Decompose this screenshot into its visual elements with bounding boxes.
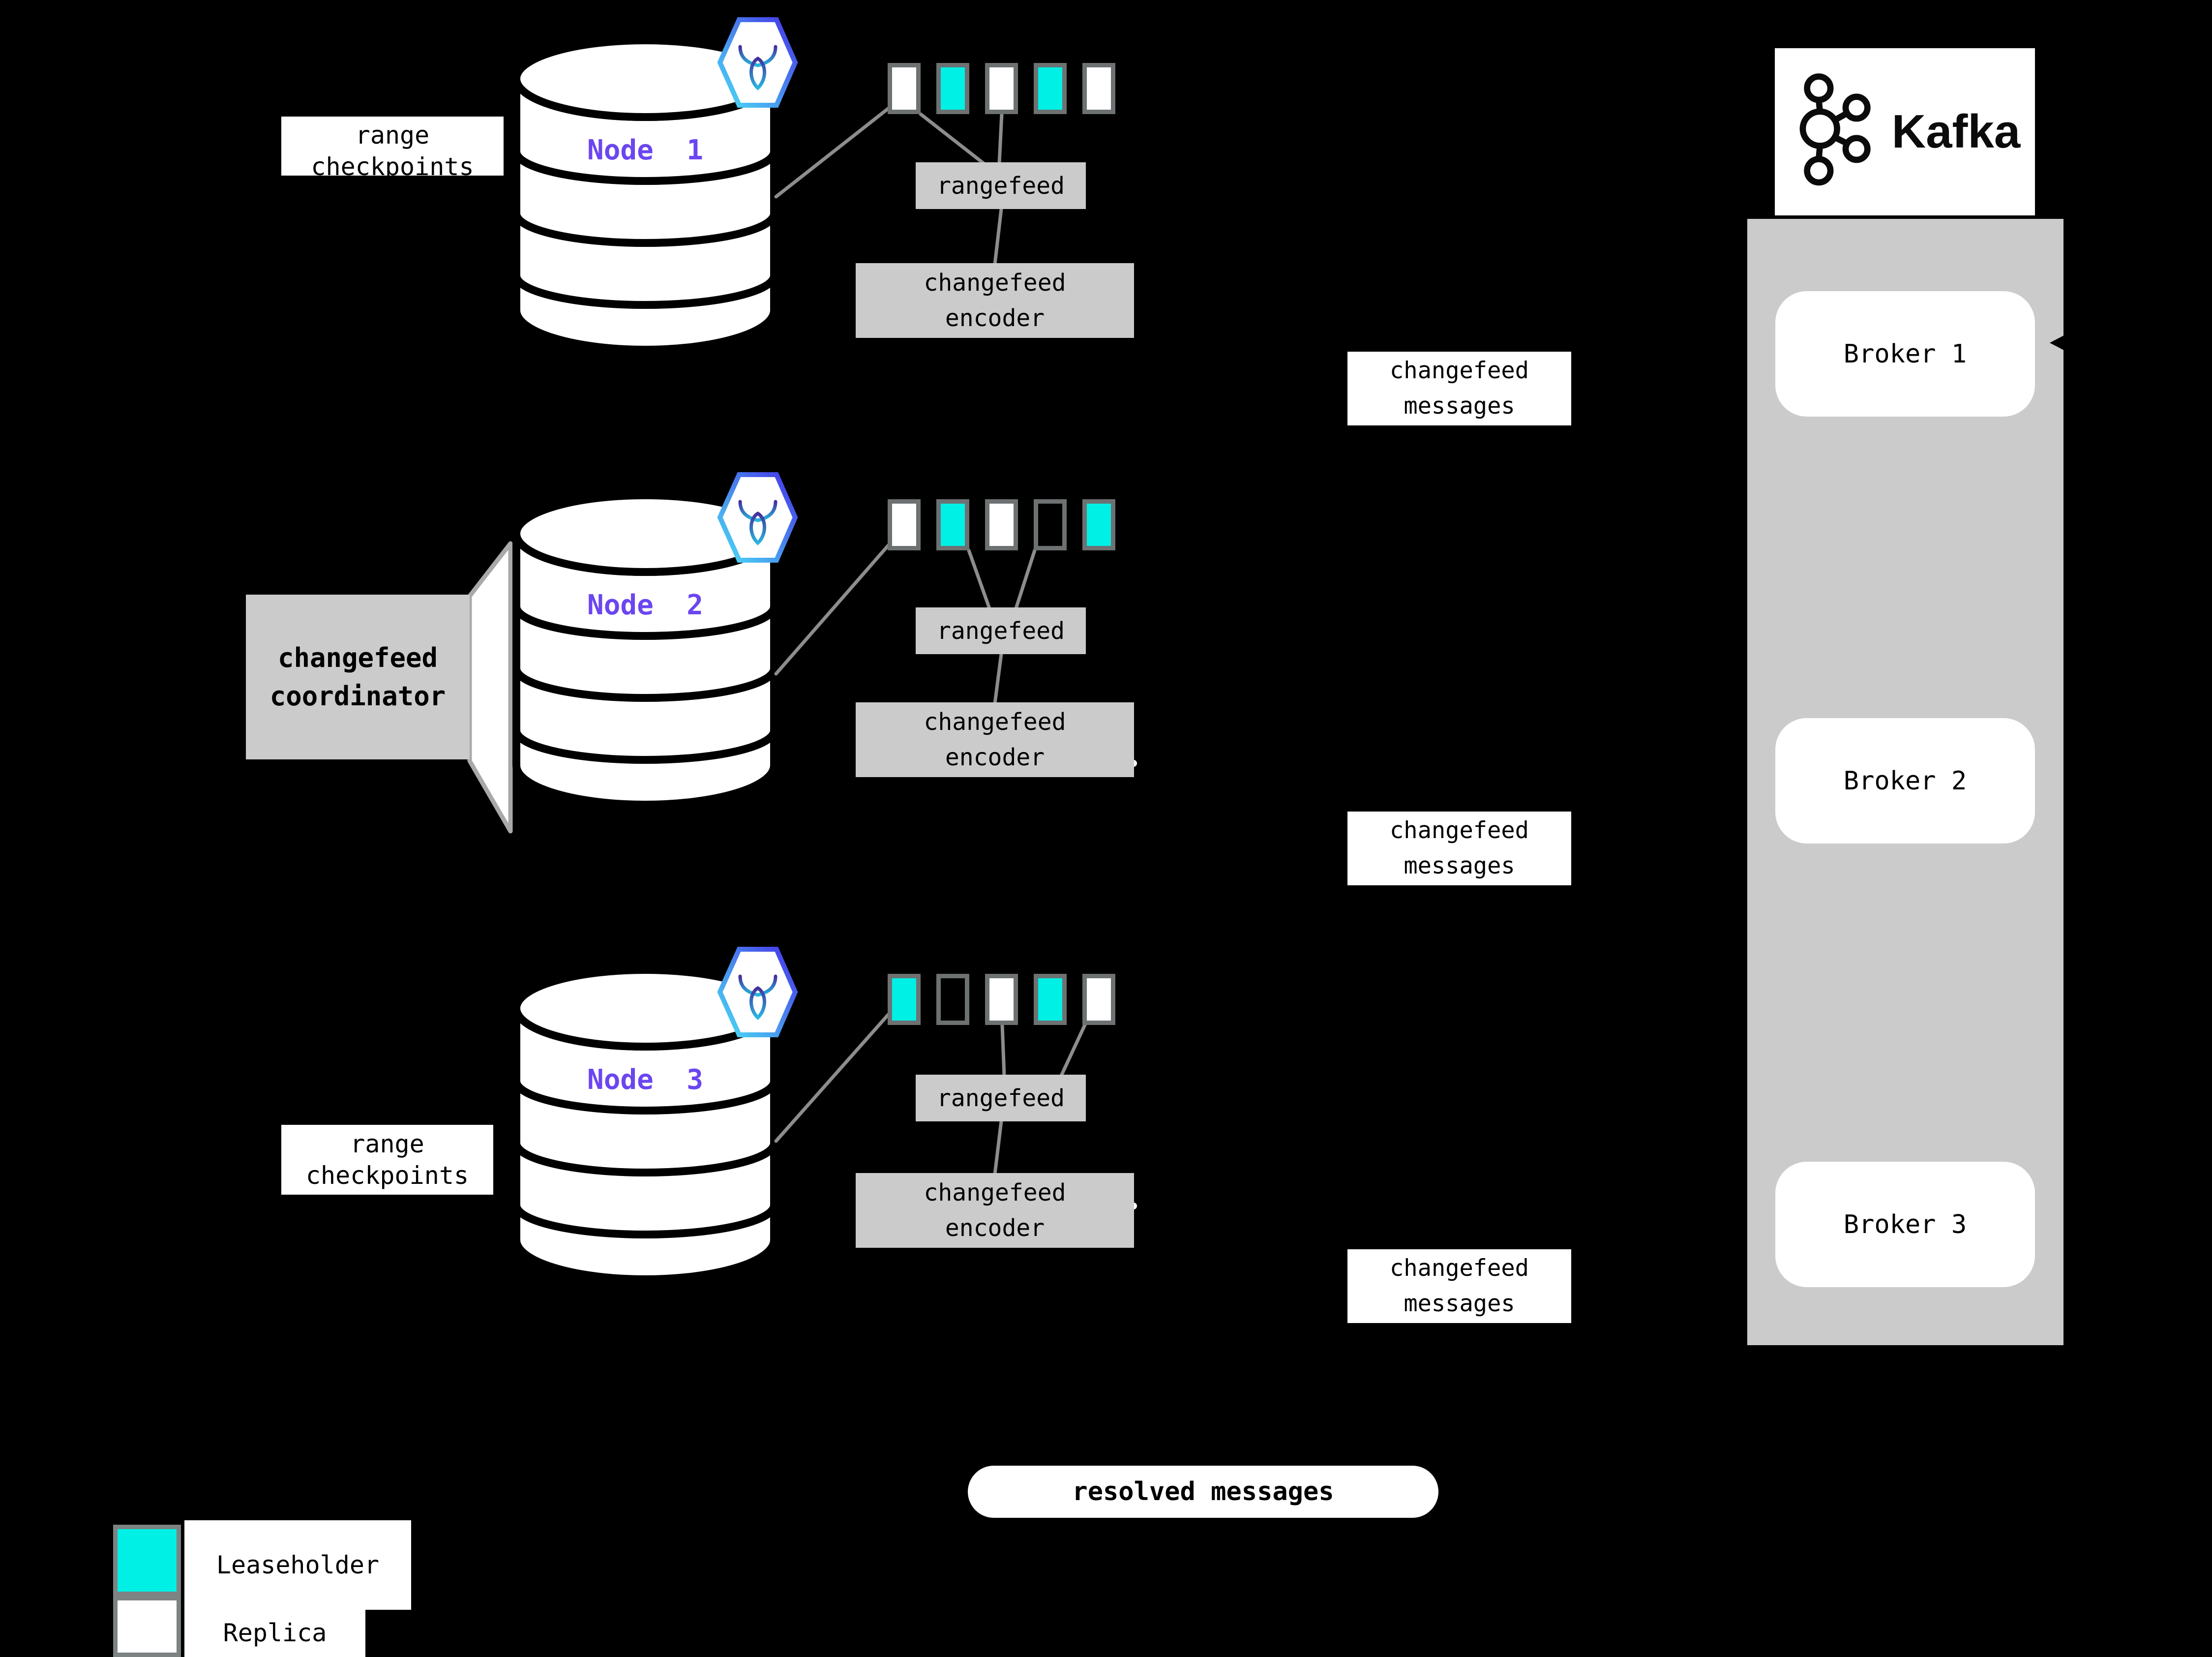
changefeed-messages-label-3: changefeed messages xyxy=(1347,1249,1571,1323)
kafka-wordmark: Kafka xyxy=(1891,105,2021,158)
node-2-range-row xyxy=(888,499,1115,550)
encoder-line1: changefeed xyxy=(924,269,1066,297)
messages-line2: messages xyxy=(1404,852,1515,879)
range-box xyxy=(888,974,921,1025)
resolved-messages-label: resolved messages xyxy=(1072,1477,1334,1506)
encoder-line2: encoder xyxy=(945,304,1045,332)
node-2-cylinder xyxy=(512,491,778,809)
changefeed-encoder-box-2: changefeed encoder xyxy=(856,702,1134,777)
range-checkpoints-label-top: range checkpoints xyxy=(281,117,504,176)
rangefeed-box-3: rangefeed xyxy=(916,1075,1086,1121)
range-box xyxy=(1082,974,1115,1025)
messages-line1: changefeed xyxy=(1390,357,1529,384)
range-box xyxy=(1034,499,1067,550)
resolved-messages-pill: resolved messages xyxy=(968,1466,1438,1518)
changefeed-messages-label-1: changefeed messages xyxy=(1347,352,1571,425)
broker-2-box: Broker 2 xyxy=(1775,718,2035,844)
broker-1-label: Broker 1 xyxy=(1843,339,1967,369)
rangefeed-box-2: rangefeed xyxy=(916,607,1086,654)
encoder-line1: changefeed xyxy=(924,1179,1066,1206)
node-3-cylinder xyxy=(512,966,778,1283)
coordinator-line2: coordinator xyxy=(269,680,446,712)
range-box xyxy=(1034,974,1067,1025)
range-box xyxy=(936,499,969,550)
changefeed-messages-label-2: changefeed messages xyxy=(1347,812,1571,885)
changefeed-encoder-box-3: changefeed encoder xyxy=(856,1173,1134,1248)
legend-swatch-replica xyxy=(113,1596,181,1657)
kafka-logo-box: Kafka xyxy=(1775,48,2035,215)
messages-line1: changefeed xyxy=(1390,1255,1529,1282)
range-box xyxy=(936,974,969,1025)
node-1-cylinder xyxy=(512,36,778,354)
broker-3-box: Broker 3 xyxy=(1775,1162,2035,1287)
rangefeed-label: rangefeed xyxy=(936,172,1065,200)
checkpoints-line1: range xyxy=(350,1130,424,1158)
legend-label-leaseholder: Leaseholder xyxy=(184,1520,411,1610)
legend-swatch-leaseholder xyxy=(113,1525,181,1596)
kafka-cluster-container: Broker 1 Broker 2 Broker 3 xyxy=(1747,219,2063,1345)
kafka-nodes-icon xyxy=(1799,73,1871,186)
range-box xyxy=(985,499,1018,550)
range-box xyxy=(985,63,1018,114)
range-checkpoints-label-bottom: range checkpoints xyxy=(281,1125,493,1195)
range-box xyxy=(936,63,969,114)
broker-2-label: Broker 2 xyxy=(1843,766,1967,796)
node-1-range-row xyxy=(888,63,1115,114)
cockroachdb-icon xyxy=(717,947,798,1037)
encoder-line1: changefeed xyxy=(924,708,1066,736)
legend-label-replica: Replica xyxy=(184,1610,365,1657)
cockroachdb-icon xyxy=(717,472,798,563)
range-box xyxy=(985,974,1018,1025)
checkpoints-line2: checkpoints xyxy=(305,1161,469,1190)
node-3-range-row xyxy=(888,974,1115,1025)
rangefeed-box-1: rangefeed xyxy=(916,162,1086,209)
broker-1-box: Broker 1 xyxy=(1775,291,2035,417)
encoder-line2: encoder xyxy=(945,744,1045,771)
changefeed-coordinator-box: changefeed coordinator xyxy=(246,595,470,759)
broker-3-label: Broker 3 xyxy=(1843,1209,1967,1239)
changefeed-encoder-box-1: changefeed encoder xyxy=(856,263,1134,338)
messages-line2: messages xyxy=(1404,1290,1515,1317)
coordinator-flap-shape xyxy=(467,541,513,834)
range-box xyxy=(1082,499,1115,550)
range-box xyxy=(888,63,921,114)
node-2-label: Node 2 xyxy=(587,589,703,621)
encoder-line2: encoder xyxy=(945,1214,1045,1242)
rangefeed-label: rangefeed xyxy=(936,1084,1065,1112)
range-box xyxy=(1034,63,1067,114)
leaseholder-label: Leaseholder xyxy=(216,1551,380,1579)
cockroach-bug-icon xyxy=(738,45,777,90)
messages-line1: changefeed xyxy=(1390,817,1529,844)
range-box xyxy=(888,499,921,550)
range-box xyxy=(1082,63,1115,114)
checkpoints-line1: range xyxy=(355,121,430,150)
messages-line2: messages xyxy=(1404,392,1515,420)
rangefeed-label: rangefeed xyxy=(936,617,1065,645)
cockroachdb-icon xyxy=(717,17,798,108)
node-3-label: Node 3 xyxy=(587,1063,703,1096)
node-1-label: Node 1 xyxy=(587,134,703,166)
replica-label: Replica xyxy=(223,1619,327,1647)
checkpoints-line2: checkpoints xyxy=(311,152,474,176)
coordinator-line1: changefeed xyxy=(277,642,438,673)
